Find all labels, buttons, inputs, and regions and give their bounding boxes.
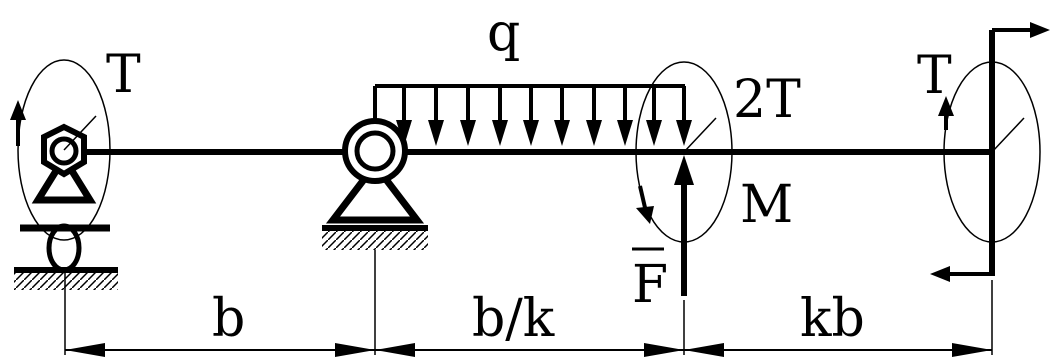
label-force: F (632, 255, 668, 315)
load-arrow (646, 86, 662, 146)
label-dim-b-over-k: b/k (472, 289, 555, 349)
load-arrow (460, 86, 476, 146)
load-arrow (554, 86, 570, 146)
load-arrow (396, 86, 412, 146)
left-support (14, 123, 118, 290)
load-arrow (428, 86, 444, 146)
load-arrow (617, 86, 633, 146)
right-end-couple (930, 22, 1050, 282)
torque-left-ellipse (10, 59, 111, 241)
label-torque-right: T (917, 46, 952, 106)
middle-support (322, 118, 428, 250)
load-arrow (676, 86, 692, 146)
load-arrow (492, 86, 508, 146)
label-dim-b: b (212, 289, 245, 349)
dimension-line (64, 250, 993, 357)
label-moment: M (740, 175, 793, 235)
load-arrow (586, 86, 602, 146)
label-load-q: q (487, 3, 520, 63)
load-arrow (523, 86, 539, 146)
force-arrow (674, 155, 694, 296)
label-torque-middle: 2T (733, 70, 801, 130)
label-dim-kb: kb (800, 289, 865, 349)
label-torque-left: T (106, 45, 141, 105)
distributed-load (373, 84, 692, 146)
